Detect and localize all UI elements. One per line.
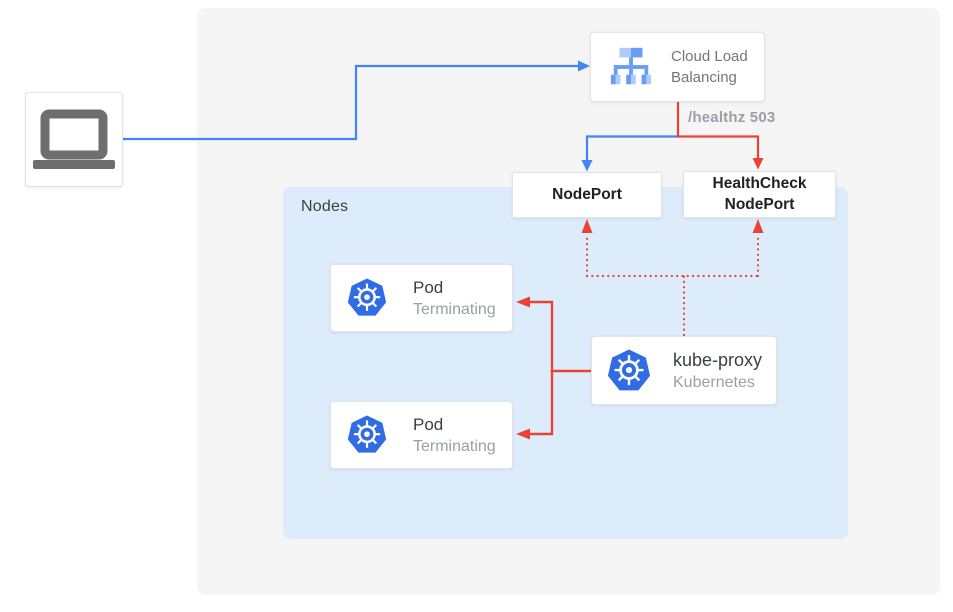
client-node xyxy=(25,92,123,187)
cloud-load-balancing-node: Cloud Load Balancing xyxy=(590,32,765,102)
pod-status: Terminating xyxy=(413,437,496,455)
kubernetes-icon xyxy=(347,415,387,453)
cloud-load-balancing-label: Cloud Load Balancing xyxy=(671,48,748,86)
pod-node-1: Pod Terminating xyxy=(330,264,513,332)
healthz-status-label: /healthz 503 xyxy=(688,109,776,126)
pod-title: Pod xyxy=(413,277,444,297)
healthcheck-nodeport-node: HealthCheck NodePort xyxy=(683,171,836,218)
nodeport-node: NodePort xyxy=(512,172,662,218)
kube-proxy-node: kube-proxy Kubernetes xyxy=(591,336,777,405)
kube-proxy-title: kube-proxy xyxy=(673,349,763,370)
laptop-icon xyxy=(33,109,115,169)
nodes-group-label: Nodes xyxy=(301,198,349,215)
kube-proxy-subtitle: Kubernetes xyxy=(673,373,755,391)
pod-status: Terminating xyxy=(413,300,496,318)
pod-title: Pod xyxy=(413,414,444,434)
kubernetes-icon xyxy=(347,278,387,316)
pod-node-2: Pod Terminating xyxy=(330,401,513,469)
cloud-load-balancing-icon xyxy=(610,47,652,85)
nodeport-label: NodePort xyxy=(552,185,622,203)
healthcheck-nodeport-label: HealthCheck NodePort xyxy=(712,175,807,213)
kubernetes-icon xyxy=(607,349,651,390)
